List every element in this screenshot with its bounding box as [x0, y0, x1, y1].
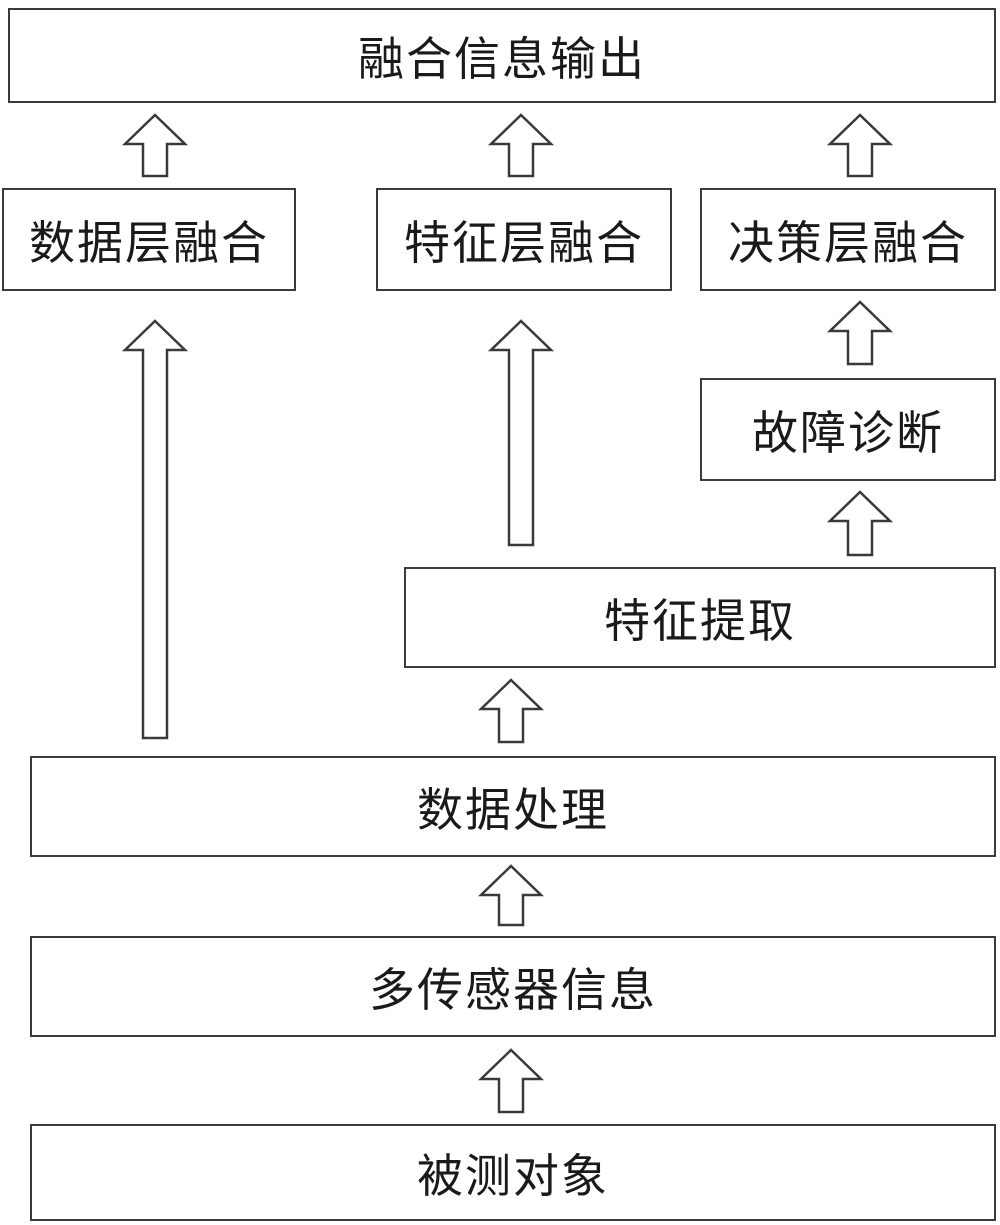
- fusion-output-box: 融合信息输出: [8, 8, 996, 103]
- fusion-output-label: 融合信息输出: [358, 31, 646, 86]
- feature-layer-fusion-box: 特征层融合: [376, 188, 672, 291]
- decision-layer-fusion-label: 决策层融合: [728, 215, 968, 270]
- feature-extraction-box: 特征提取: [404, 567, 996, 668]
- arrow-up-icon: [477, 678, 545, 744]
- arrow-up-icon: [487, 113, 555, 178]
- measured-object-label: 被测对象: [417, 1148, 609, 1203]
- fault-diagnosis-label: 故障诊断: [752, 405, 944, 460]
- arrow-up-long-icon: [487, 319, 555, 547]
- arrow-up-long-icon: [121, 319, 189, 740]
- feature-layer-fusion-label: 特征层融合: [404, 215, 644, 270]
- arrow-up-icon: [477, 864, 545, 927]
- arrow-up-icon: [826, 490, 894, 557]
- arrow-up-icon: [826, 113, 894, 178]
- data-layer-fusion-label: 数据层融合: [29, 215, 269, 270]
- decision-layer-fusion-box: 决策层融合: [700, 188, 996, 291]
- data-processing-label: 数据处理: [417, 782, 609, 837]
- data-processing-box: 数据处理: [30, 756, 996, 857]
- fault-diagnosis-box: 故障诊断: [700, 378, 996, 481]
- arrow-up-icon: [477, 1048, 545, 1114]
- multi-sensor-info-label: 多传感器信息: [369, 962, 657, 1017]
- feature-extraction-label: 特征提取: [604, 593, 796, 648]
- measured-object-box: 被测对象: [30, 1124, 996, 1221]
- multi-sensor-info-box: 多传感器信息: [30, 936, 996, 1037]
- arrow-up-icon: [121, 113, 189, 178]
- data-layer-fusion-box: 数据层融合: [2, 188, 296, 291]
- arrow-up-icon: [826, 300, 894, 366]
